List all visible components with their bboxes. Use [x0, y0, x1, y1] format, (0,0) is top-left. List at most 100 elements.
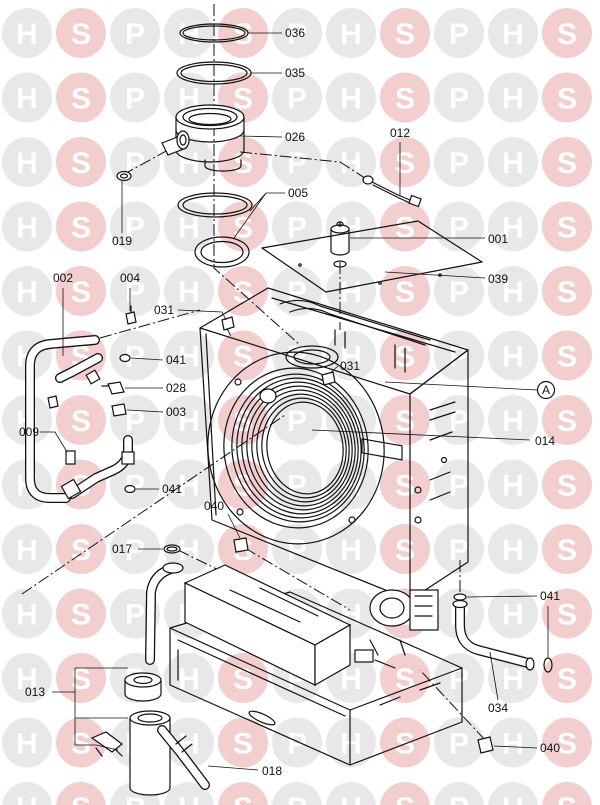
- part-label-013: 013: [25, 685, 45, 699]
- watermark-letter: P: [449, 792, 469, 805]
- hose-018: [157, 725, 210, 790]
- leader-041-right: [466, 595, 549, 657]
- watermark-letter: P: [287, 341, 307, 374]
- watermark-letter: P: [287, 147, 307, 180]
- watermark-badge: H: [326, 717, 376, 768]
- watermark-circle: [2, 588, 52, 639]
- watermark-circle: [2, 782, 52, 805]
- watermark-badge: H: [326, 524, 376, 574]
- watermark-badge: P: [434, 72, 484, 123]
- watermark-letter: H: [340, 341, 362, 374]
- watermark-circle: [380, 459, 430, 510]
- part-label-041-right: 041: [540, 589, 560, 603]
- leader-018: [207, 765, 259, 771]
- watermark-circle: [2, 524, 52, 574]
- watermark-circle: [434, 395, 484, 445]
- siphon-pipe: [145, 562, 184, 665]
- watermark-letter: P: [287, 534, 307, 567]
- watermark-letter: S: [395, 405, 415, 438]
- watermark-circle: [542, 717, 592, 768]
- watermark-letter: H: [502, 728, 524, 761]
- watermark-circle: [2, 201, 52, 252]
- watermark-circle: [56, 588, 106, 639]
- watermark-badge: S: [218, 782, 268, 805]
- part-labels: 036 035 026 012 005 019 001 039 002 004 …: [19, 26, 560, 778]
- watermark-circle: [488, 8, 538, 58]
- watermark-circle: [488, 524, 538, 574]
- watermark-circle: [56, 395, 106, 445]
- watermark-badge: P: [434, 717, 484, 768]
- watermark-badge: P: [272, 717, 322, 768]
- watermark-badge: S: [218, 266, 268, 316]
- watermark-circle: [488, 266, 538, 316]
- watermark-letter: H: [178, 405, 200, 438]
- watermark-badge: S: [218, 201, 268, 252]
- part-label-031-left: 031: [154, 303, 174, 317]
- watermark-circle: [56, 72, 106, 123]
- watermark-circle: [326, 524, 376, 574]
- watermark-badge: S: [380, 395, 430, 445]
- watermark-circle: [542, 330, 592, 381]
- part-label-002: 002: [53, 271, 73, 285]
- watermark-letter: H: [502, 405, 524, 438]
- watermark-letter: H: [16, 212, 38, 245]
- watermark-letter: H: [16, 276, 38, 309]
- watermark-badge: S: [380, 137, 430, 187]
- leader-026: [239, 135, 283, 138]
- watermark-badge: S: [56, 137, 106, 187]
- watermark-circle: [542, 653, 592, 703]
- watermark-circle: [272, 137, 322, 187]
- watermark-letter: H: [502, 212, 524, 245]
- watermark-letter: H: [16, 728, 38, 761]
- watermark-badge: P: [434, 330, 484, 381]
- pipe-034: [452, 599, 535, 671]
- watermark-circle: [380, 72, 430, 123]
- watermark-circle: [2, 137, 52, 187]
- watermark-circle: [218, 8, 268, 58]
- axis-line-top: [213, 4, 301, 346]
- watermark-badge: H: [488, 72, 538, 123]
- watermark-badge: H: [164, 8, 214, 58]
- watermark-letter: H: [340, 792, 362, 805]
- axis-line-left-pipe: [99, 309, 201, 339]
- boiler-casing: [199, 287, 469, 601]
- watermark-circle: [488, 588, 538, 639]
- watermark-letter: P: [125, 599, 145, 632]
- watermark-letter: H: [178, 147, 200, 180]
- watermark-letter: P: [287, 405, 307, 438]
- watermark-letter: H: [16, 18, 38, 51]
- watermark-circle: [164, 201, 214, 252]
- watermark-badge: S: [380, 72, 430, 123]
- watermark-circle: [56, 8, 106, 58]
- watermark-letter: S: [557, 470, 577, 503]
- part-label-041-mid: 041: [162, 482, 182, 496]
- watermark-circle: [542, 72, 592, 123]
- watermark-badge: S: [380, 201, 430, 252]
- watermark-circle: [542, 8, 592, 58]
- watermark-badge: H: [488, 717, 538, 768]
- watermark-badge: P: [434, 395, 484, 445]
- watermark-letter: S: [233, 663, 253, 696]
- insulation-plate-039: [261, 220, 483, 293]
- part-label-009: 009: [19, 425, 39, 439]
- watermark-badge: P: [110, 524, 160, 574]
- leader-041-top: [130, 357, 164, 361]
- watermark-letter: P: [287, 212, 307, 245]
- watermark-circle: [218, 653, 268, 703]
- sensor-004: [125, 305, 137, 325]
- watermark-badge: S: [218, 717, 268, 768]
- watermark-circle: [326, 782, 376, 805]
- pump-assembly: [354, 589, 439, 669]
- watermark-circle: [110, 8, 160, 58]
- watermark-circle: [218, 717, 268, 768]
- watermark-badge: S: [380, 717, 430, 768]
- clip-040-right: [477, 736, 494, 754]
- watermark-letter: S: [557, 212, 577, 245]
- watermark-badge: P: [434, 653, 484, 703]
- watermark-circle: [542, 782, 592, 805]
- air-vent-001: [330, 221, 350, 268]
- part-label-004: 004: [120, 271, 140, 285]
- watermark-circle: [56, 782, 106, 805]
- part-label-039: 039: [488, 272, 508, 286]
- watermark-circle: [272, 266, 322, 316]
